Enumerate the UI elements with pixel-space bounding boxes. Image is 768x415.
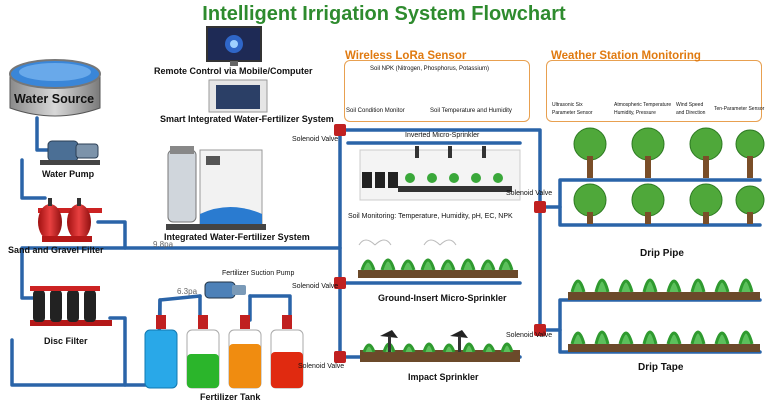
remote-control-label: Remote Control via Mobile/Computer	[154, 66, 313, 76]
lora-header: Wireless LoRa Sensor	[345, 50, 467, 62]
integrated-system-machine	[166, 146, 266, 230]
inverted-sprinkler-label: Inverted Micro-Sprinkler	[405, 132, 480, 139]
weather-sensor1-line1: Ultrasonic Six	[552, 102, 583, 108]
lora-sensor-box	[344, 60, 530, 122]
lora-temp-humidity-label: Soil Temperature and Humidity	[430, 108, 512, 114]
water-source-tank	[9, 59, 101, 117]
smart-cabinet	[208, 79, 268, 113]
sand-gravel-filter	[38, 198, 102, 242]
weather-sensor3-line1: Wind Speed	[676, 102, 704, 108]
valve-label-drip-pipe: Solenoid Valve	[506, 190, 553, 197]
weather-sensor1-line2: Parameter Sensor	[552, 110, 593, 116]
disc-filter	[30, 286, 112, 326]
valve-label-top: Solenoid Valve	[292, 136, 339, 143]
pressure-label-fertilizer: 6.3pa	[177, 287, 198, 296]
monitor-icon	[206, 26, 262, 66]
integrated-system-label: Integrated Water-Fertilizer System	[164, 232, 310, 242]
fertilizer-pump-label: Fertilizer Suction Pump	[222, 270, 295, 277]
smart-system-label: Smart Integrated Water-Fertilizer System	[160, 114, 334, 124]
fertilizer-tanks	[144, 315, 304, 389]
trees-drip-pipe	[573, 127, 765, 224]
weather-sensor3-line2: and Direction	[676, 110, 706, 116]
valve-label-drip-tape: Solenoid Valve	[506, 332, 553, 339]
weather-station-box	[546, 60, 762, 122]
impact-sprinkler-field	[360, 330, 520, 362]
impact-sprinkler-label: Impact Sprinkler	[408, 372, 479, 382]
valve-label-ground: Solenoid Valve	[292, 283, 339, 290]
fertilizer-suction-pump	[204, 281, 246, 299]
valve-label-impact: Solenoid Valve	[298, 363, 345, 370]
disc-filter-label: Disc Filter	[44, 336, 88, 346]
greenhouse-inverted-sprinkler	[359, 146, 521, 201]
pressure-label-main: 9.8pa	[153, 240, 174, 249]
lora-condition-label: Soil Condition Monitor	[346, 108, 405, 114]
water-source-label: Water Source	[14, 92, 95, 106]
water-pump	[40, 140, 100, 165]
crops-drip-tape	[568, 278, 760, 352]
drip-tape-label: Drip Tape	[638, 362, 684, 373]
fertilizer-tank-label: Fertilizer Tank	[200, 392, 261, 402]
solenoid-valves	[334, 124, 546, 363]
weather-sensor2-line2: Humidity, Pressure	[614, 110, 656, 116]
ground-sprinkler-label: Ground-Insert Micro-Sprinkler	[378, 293, 507, 303]
sand-filter-label: Sand and Gravel Filter	[8, 245, 104, 255]
weather-header: Weather Station Monitoring	[551, 50, 701, 62]
water-pump-label: Water Pump	[42, 169, 95, 179]
pipe-network	[10, 116, 762, 387]
weather-sensor4-label: Ten-Parameter Sensor	[714, 106, 765, 112]
drip-pipe-label: Drip Pipe	[640, 248, 684, 259]
lora-npk-label: Soil NPK (Nitrogen, Phosphorus, Potassiu…	[370, 66, 490, 72]
soil-monitoring-label: Soil Monitoring: Temperature, Humidity, …	[348, 213, 513, 220]
weather-sensor2-line1: Atmospheric Temperature	[614, 102, 672, 108]
page-title: Intelligent Irrigation System Flowchart	[202, 3, 566, 25]
ground-sprinkler-field	[358, 232, 518, 278]
